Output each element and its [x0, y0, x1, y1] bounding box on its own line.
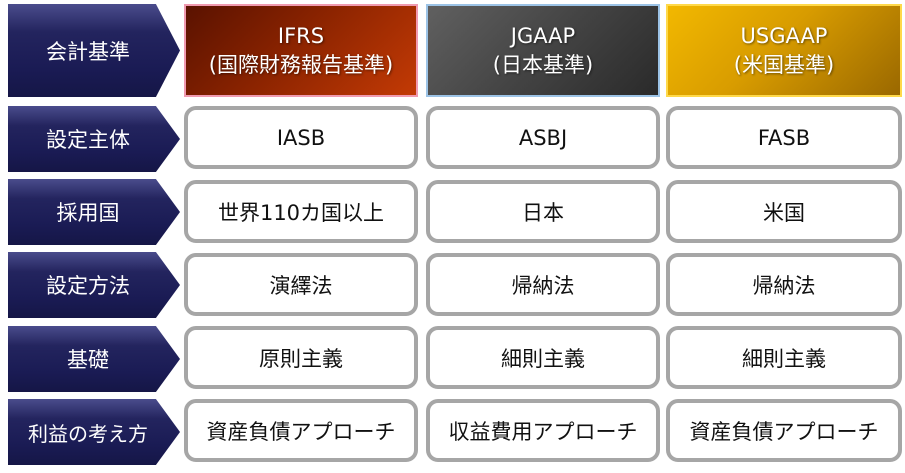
- usgaap-subtitle: (米国基準): [733, 52, 835, 77]
- header-usgaap: USGAAP (米国基準): [666, 4, 902, 97]
- header-jgaap: JGAAP (日本基準): [426, 4, 660, 97]
- cell-text: IASB: [276, 125, 326, 150]
- row-label-text: 設定主体: [46, 128, 130, 152]
- row-label-basis: 基礎: [8, 326, 180, 392]
- row-label-text: 利益の考え方: [28, 421, 148, 446]
- cell-text: 収益費用アプローチ: [448, 419, 638, 444]
- cell-text: 資産負債アプローチ: [206, 419, 396, 444]
- table-cell: 細則主義: [426, 326, 660, 389]
- jgaap-title: JGAAP: [510, 23, 576, 48]
- jgaap-subtitle: (日本基準): [492, 52, 594, 77]
- table-cell: 帰納法: [426, 253, 660, 316]
- row-label-adopting-countries: 採用国: [8, 179, 180, 245]
- usgaap-title: USGAAP: [740, 23, 828, 48]
- header-ifrs: IFRS (国際財務報告基準): [184, 4, 418, 97]
- row-label-text: 設定方法: [46, 274, 130, 298]
- row-label-text: 採用国: [56, 201, 120, 225]
- cell-text: 米国: [763, 200, 805, 225]
- cell-text: 世界110カ国以上: [217, 200, 385, 225]
- table-cell: 収益費用アプローチ: [426, 399, 660, 462]
- table-cell: 資産負債アプローチ: [666, 399, 902, 462]
- ifrs-subtitle: (国際財務報告基準): [208, 52, 394, 77]
- table-cell: 帰納法: [666, 253, 902, 316]
- row-label-profit-concept: 利益の考え方: [8, 399, 180, 465]
- table-cell: ASBJ: [426, 106, 660, 169]
- cell-text: 日本: [522, 200, 564, 225]
- cell-text: 資産負債アプローチ: [689, 419, 879, 444]
- cell-text: 演繹法: [269, 273, 333, 298]
- table-cell: 米国: [666, 180, 902, 243]
- cell-text: 帰納法: [752, 273, 816, 298]
- row-label-setting-body: 設定主体: [8, 106, 180, 172]
- row-label-text: 基礎: [67, 348, 109, 372]
- header-label-text: 会計基準: [46, 39, 130, 64]
- table-cell: IASB: [184, 106, 418, 169]
- table-cell: 資産負債アプローチ: [184, 399, 418, 462]
- cell-text: 帰納法: [511, 273, 575, 298]
- cell-text: ASBJ: [518, 125, 568, 150]
- header-row-label: 会計基準: [8, 4, 180, 97]
- table-cell: 原則主義: [184, 326, 418, 389]
- cell-text: 細則主義: [501, 346, 585, 371]
- ifrs-title: IFRS: [277, 23, 325, 48]
- table-cell: 世界110カ国以上: [184, 180, 418, 243]
- cell-text: 細則主義: [742, 346, 826, 371]
- row-label-setting-method: 設定方法: [8, 252, 180, 318]
- table-cell: 日本: [426, 180, 660, 243]
- table-cell: FASB: [666, 106, 902, 169]
- table-cell: 細則主義: [666, 326, 902, 389]
- cell-text: 原則主義: [259, 346, 343, 371]
- table-cell: 演繹法: [184, 253, 418, 316]
- cell-text: FASB: [757, 125, 811, 150]
